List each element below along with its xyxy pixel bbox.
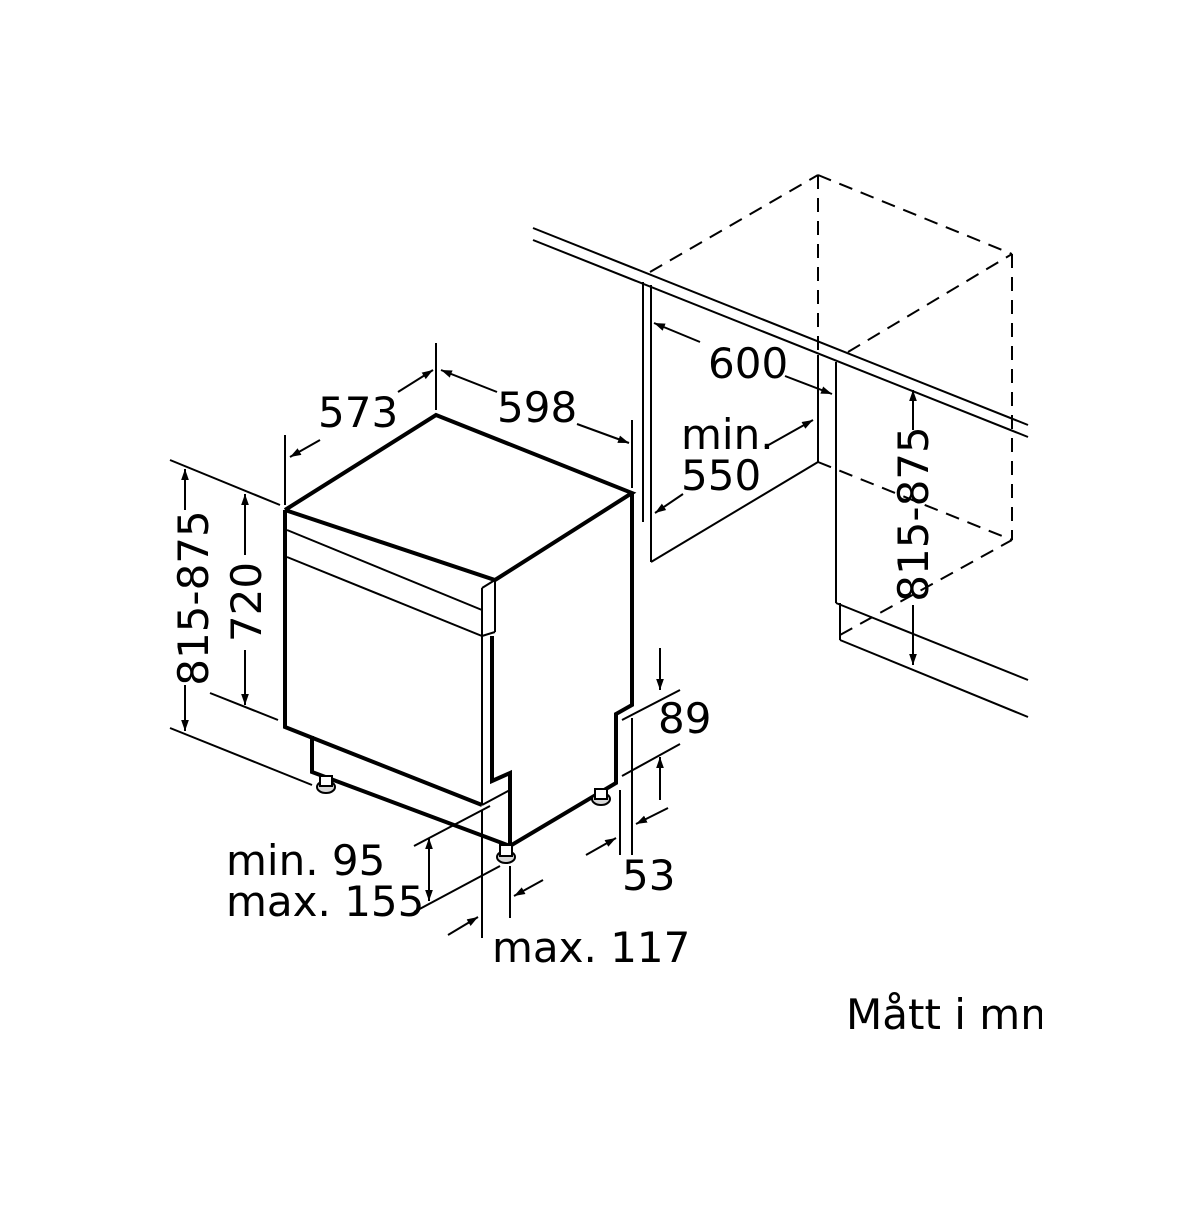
dim-550-arrow [654, 493, 684, 514]
dim-573-arrow [289, 439, 321, 458]
label-niche-min: min. [681, 410, 774, 459]
niche-dash [839, 539, 1013, 636]
cabinet-base [650, 461, 819, 563]
niche-dash [847, 253, 1013, 353]
units-caption: Mått i mm [846, 990, 1061, 1039]
dim-53-arrow [585, 837, 617, 856]
dim-117-arrow [513, 879, 544, 897]
niche-dash [817, 461, 1013, 541]
niche-dash [817, 174, 1013, 255]
labels: 573 598 600 min. 550 815-875 720 815-875… [169, 339, 938, 972]
dim-598-arrow [576, 423, 630, 444]
dim-550-arrow [764, 419, 814, 448]
dim-53-arrow [635, 807, 669, 825]
label-niche-width: 600 [708, 339, 788, 388]
dishwasher-front-outline [283, 510, 483, 807]
extension-line [209, 692, 279, 721]
dim-600-arrow [653, 322, 701, 343]
label-plinth-max: max. 155 [226, 877, 424, 926]
niche-cabinet [532, 174, 1029, 718]
dim-600-arrow [784, 375, 833, 395]
label-height-range: 815-875 [169, 510, 218, 686]
plinth-step [481, 789, 511, 806]
dim-598-arrow [440, 369, 498, 393]
label-plinth-height: 89 [658, 694, 711, 743]
floor-line [835, 602, 1029, 681]
foot-stem [594, 788, 608, 800]
label-foot-max: max. 117 [492, 923, 690, 972]
label-plinth-setback: 53 [622, 851, 675, 900]
foot-stem [499, 844, 513, 857]
dim-573-arrow [397, 369, 434, 393]
label-niche-min-value: 550 [681, 451, 761, 500]
label-depth: 573 [318, 388, 398, 437]
foot-stem [319, 775, 333, 787]
label-width: 598 [497, 383, 577, 432]
control-panel-edge [286, 556, 483, 637]
worktop-line-bottom [532, 239, 1029, 438]
dim-117-arrow [447, 916, 479, 936]
plinth [310, 736, 511, 848]
control-panel-edge [286, 529, 483, 611]
dishwasher-top [283, 412, 637, 583]
panel-corner [481, 631, 496, 637]
floor-line [839, 639, 1029, 718]
extension-line [169, 727, 313, 786]
extension-line [169, 459, 281, 506]
panel-corner [481, 579, 496, 589]
worktop-line-top [532, 227, 1029, 426]
niche-dash [649, 174, 819, 273]
extension-line [413, 865, 501, 913]
label-plinth-min: min. 95 [226, 836, 385, 885]
extension-line [621, 743, 681, 777]
dishwasher-side [490, 493, 634, 850]
dimension-lines [169, 322, 917, 938]
label-panel-height: 720 [222, 562, 271, 642]
extension-line [621, 689, 681, 721]
dishwasher [283, 412, 637, 864]
extension-line [413, 805, 491, 847]
label-niche-height-range: 815-875 [889, 426, 938, 602]
